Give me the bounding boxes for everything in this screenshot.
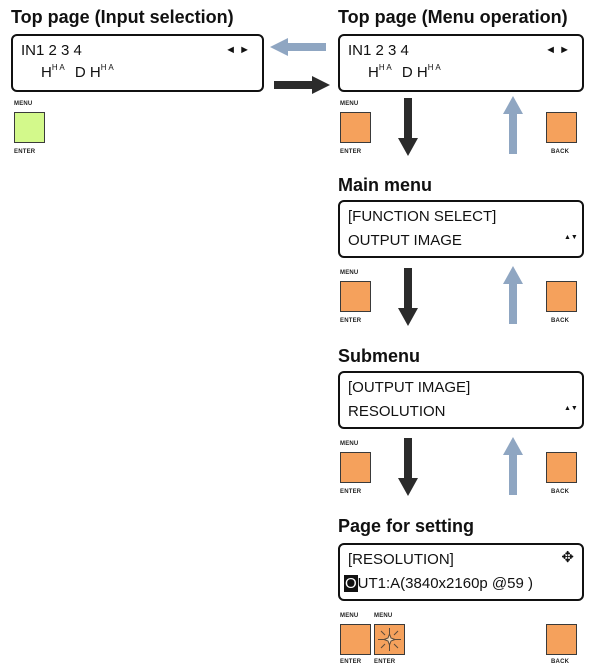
lcd-line-title: [OUTPUT IMAGE] xyxy=(348,379,471,396)
lcd-line-title: [FUNCTION SELECT] xyxy=(348,208,497,225)
menu-label: MENU xyxy=(340,270,359,276)
menu-label: MENU xyxy=(14,101,33,107)
menu-enter-button[interactable] xyxy=(14,112,45,143)
arrow-left-blue xyxy=(270,38,326,56)
enter-label: ENTER xyxy=(14,149,36,155)
enter-label: ENTER xyxy=(340,149,362,155)
menu-label: MENU xyxy=(340,441,359,447)
menu-enter-button[interactable] xyxy=(340,112,371,143)
lcd-line-item: RESOLUTION xyxy=(348,403,446,420)
cursor-block: O xyxy=(344,575,358,592)
down-arrow-icon xyxy=(398,98,418,156)
back-button[interactable] xyxy=(546,624,577,655)
enter-label: ENTER xyxy=(340,318,362,324)
four-way-arrow-icon: ✥ xyxy=(561,549,574,566)
back-label: BACK xyxy=(551,149,570,155)
lcd-line-signal: HH A D HH A xyxy=(41,63,114,82)
lcd-line-item: OUTPUT IMAGE xyxy=(348,232,462,249)
heading-top-menu: Top page (Menu operation) xyxy=(338,7,568,27)
horizontal-arrows xyxy=(270,38,330,94)
heading-main-menu: Main menu xyxy=(338,175,433,195)
back-button[interactable] xyxy=(546,112,577,143)
up-arrow-icon xyxy=(503,437,523,495)
left-right-icon: ◄ ► xyxy=(225,44,250,56)
lcd-line-inputs: IN1 2 3 4 xyxy=(348,42,409,59)
lcd-main-menu: [FUNCTION SELECT] OUTPUT IMAGE ▲▼ xyxy=(338,200,584,258)
menu-label: MENU xyxy=(340,613,359,619)
back-button[interactable] xyxy=(546,452,577,483)
up-down-icon: ▲▼ xyxy=(564,234,578,241)
lcd-top-menu: IN1 2 3 4 HH A D HH A ◄ ► xyxy=(338,34,584,92)
enter-label: ENTER xyxy=(374,659,396,665)
back-button[interactable] xyxy=(546,281,577,312)
menu-label: MENU xyxy=(340,101,359,107)
lcd-setting: [RESOLUTION] OUT1:A(3840x2160p @59 ) ✥ xyxy=(338,543,584,601)
lcd-line-resolution: OUT1:A(3840x2160p @59 ) xyxy=(344,575,533,592)
down-arrow-icon xyxy=(398,268,418,326)
menu-enter-button[interactable] xyxy=(340,452,371,483)
press-burst-icon xyxy=(378,628,401,651)
menu-label: MENU xyxy=(374,613,393,619)
lcd-line-signal: HH A D HH A xyxy=(368,63,441,82)
lcd-submenu: [OUTPUT IMAGE] RESOLUTION ▲▼ xyxy=(338,371,584,429)
left-right-icon: ◄ ► xyxy=(545,44,570,56)
lcd-line-title: [RESOLUTION] xyxy=(348,551,454,568)
lcd-top-input: IN1 2 3 4 HH A D HH A ◄ ► xyxy=(11,34,264,92)
menu-enter-button[interactable] xyxy=(340,281,371,312)
arrow-right-dark xyxy=(274,76,330,94)
heading-submenu: Submenu xyxy=(338,346,421,366)
up-arrow-icon xyxy=(503,96,523,154)
up-arrow-icon xyxy=(503,266,523,324)
back-label: BACK xyxy=(551,659,570,665)
enter-label: ENTER xyxy=(340,489,362,495)
enter-label: ENTER xyxy=(340,659,362,665)
menu-enter-button[interactable] xyxy=(340,624,371,655)
down-arrow-icon xyxy=(398,438,418,496)
up-down-icon: ▲▼ xyxy=(564,405,578,412)
heading-setting: Page for setting xyxy=(338,516,475,536)
heading-top-input: Top page (Input selection) xyxy=(11,7,234,27)
menu-enter-pressed-button[interactable] xyxy=(374,624,405,655)
back-label: BACK xyxy=(551,318,570,324)
back-label: BACK xyxy=(551,489,570,495)
lcd-line-inputs: IN1 2 3 4 xyxy=(21,42,82,59)
